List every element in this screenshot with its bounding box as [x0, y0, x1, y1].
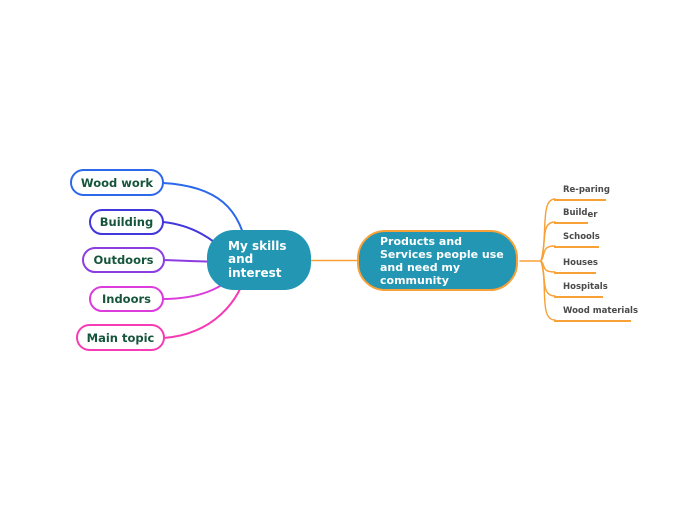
topic-label: Main topic	[86, 330, 155, 345]
leaf-builder[interactable]: Builder	[554, 206, 597, 224]
leaf-curve-schools	[540, 245, 556, 262]
leaf-re-paring[interactable]: Re-paring	[554, 183, 610, 201]
leaf-houses[interactable]: Houses	[554, 256, 598, 274]
leaf-label: Schools	[563, 232, 600, 242]
node-line: My skills	[228, 238, 287, 253]
node-line: and	[228, 252, 254, 267]
node-products-and-services[interactable]: Products and Services people use and nee…	[357, 230, 518, 291]
leaf-hospitals[interactable]: Hospitals	[554, 280, 608, 298]
node-line: Services people use	[380, 247, 504, 261]
topic-label: Building	[99, 215, 154, 229]
node-line: and need my	[380, 260, 461, 274]
topic-main-topic[interactable]: Main topic	[76, 324, 165, 351]
topic-label: Wood work	[80, 175, 154, 190]
leaf-label: Hospitals	[563, 282, 608, 292]
topic-outdoors[interactable]: Outdoors	[82, 247, 165, 273]
topic-label: Outdoors	[93, 253, 154, 267]
leaf-label: Re-paring	[563, 185, 610, 195]
topic-indoors[interactable]: Indoors	[89, 286, 164, 312]
leaf-label: Build	[563, 208, 588, 218]
leaf-schools[interactable]: Schools	[554, 230, 600, 248]
leaf-label: Wood materials	[563, 306, 639, 316]
leaf-curve-builder	[540, 221, 556, 262]
node-line: Products and	[380, 234, 463, 248]
leaf-label: Houses	[563, 258, 598, 268]
topic-building[interactable]: Building	[89, 209, 164, 235]
leaf-wood-materials[interactable]: Wood materials	[554, 304, 638, 322]
node-line: community	[380, 273, 449, 287]
topic-label: Indoors	[101, 292, 151, 306]
leaf-label-subscript: er	[587, 210, 598, 220]
node-line: interest	[228, 265, 282, 280]
node-my-skills-and-interest[interactable]: My skills and interest	[207, 230, 311, 290]
topic-wood-work[interactable]: Wood work	[70, 169, 164, 196]
leaf-curve-wood-materials	[540, 260, 556, 321]
